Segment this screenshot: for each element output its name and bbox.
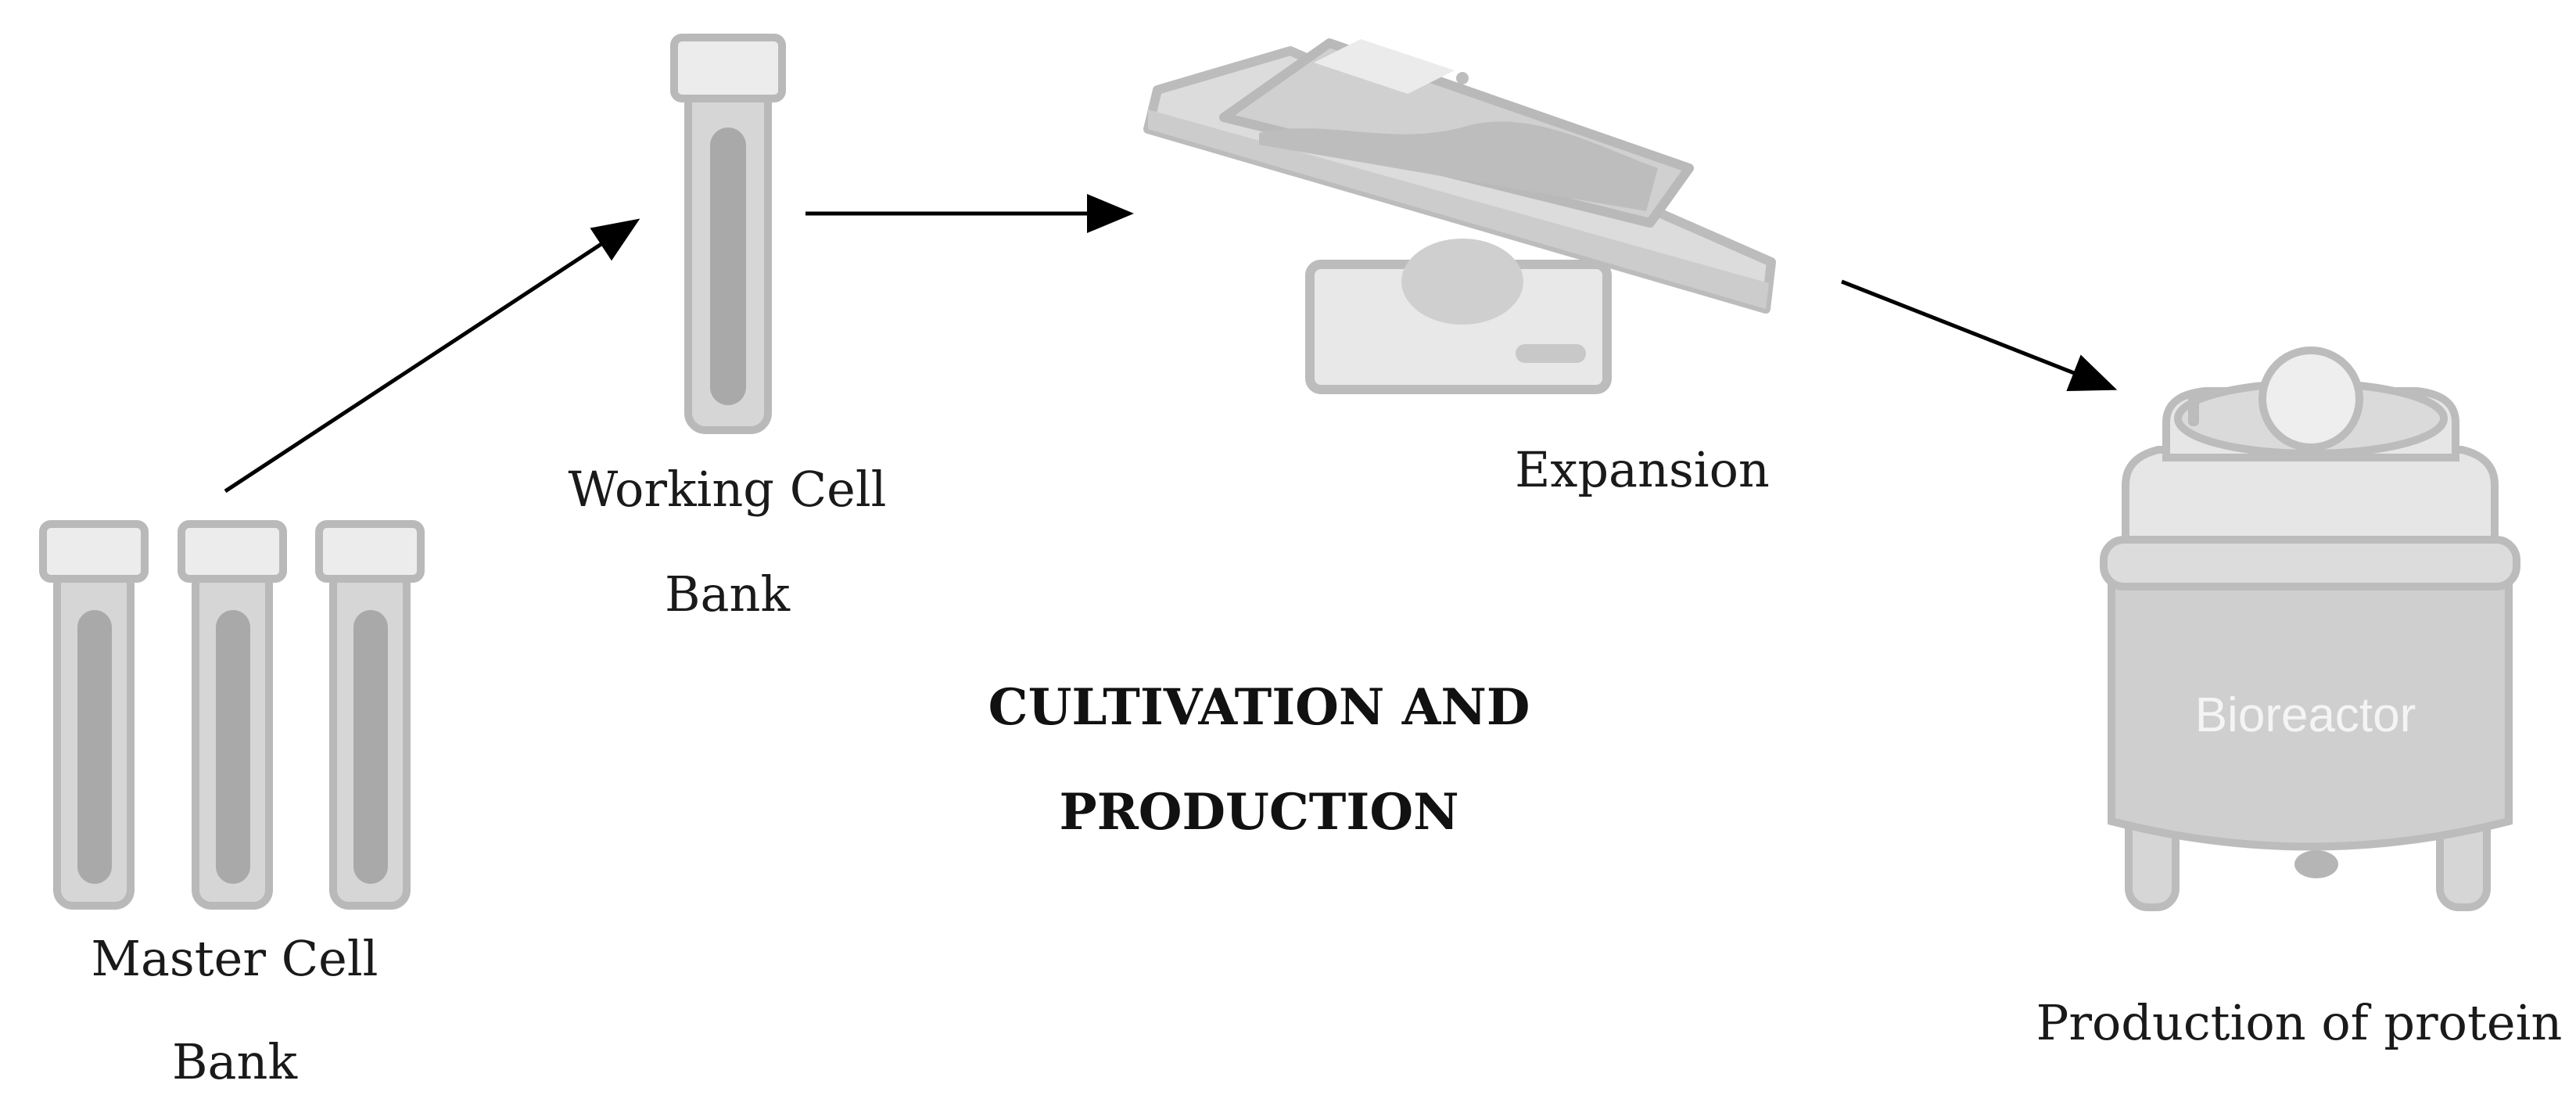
tube-icon xyxy=(315,520,425,910)
tube-icon xyxy=(178,520,287,910)
working-cell-bank-label: Working Cell Bank xyxy=(563,465,892,619)
arrows xyxy=(224,194,2118,494)
master-label-line2: Bank xyxy=(171,1033,298,1090)
diagram-title: CULTIVATION AND PRODUCTION xyxy=(907,683,1611,838)
bioreactor-icon: Bioreactor xyxy=(2100,346,2520,911)
master-cell-bank-icon xyxy=(39,520,425,910)
title-line2: PRODUCTION xyxy=(1059,783,1459,842)
bioreactor-label: Bioreactor xyxy=(2195,688,2416,742)
master-label-line1: Master Cell xyxy=(91,930,379,987)
working-cell-bank-icon xyxy=(670,34,786,434)
arrow-master-to-working xyxy=(224,218,640,494)
master-cell-bank-label: Master Cell Bank xyxy=(78,935,391,1086)
expansion-label: Expansion xyxy=(1515,441,1770,498)
production-label: Production of protein xyxy=(2036,994,2563,1051)
tube-icon xyxy=(39,520,149,910)
arrow-expansion-to-bioreactor xyxy=(1841,279,2118,391)
title-line1: CULTIVATION AND xyxy=(988,678,1530,737)
working-label-line1: Working Cell xyxy=(568,461,887,518)
working-label-line2: Bank xyxy=(664,565,791,623)
shaker-icon xyxy=(1143,38,1776,394)
